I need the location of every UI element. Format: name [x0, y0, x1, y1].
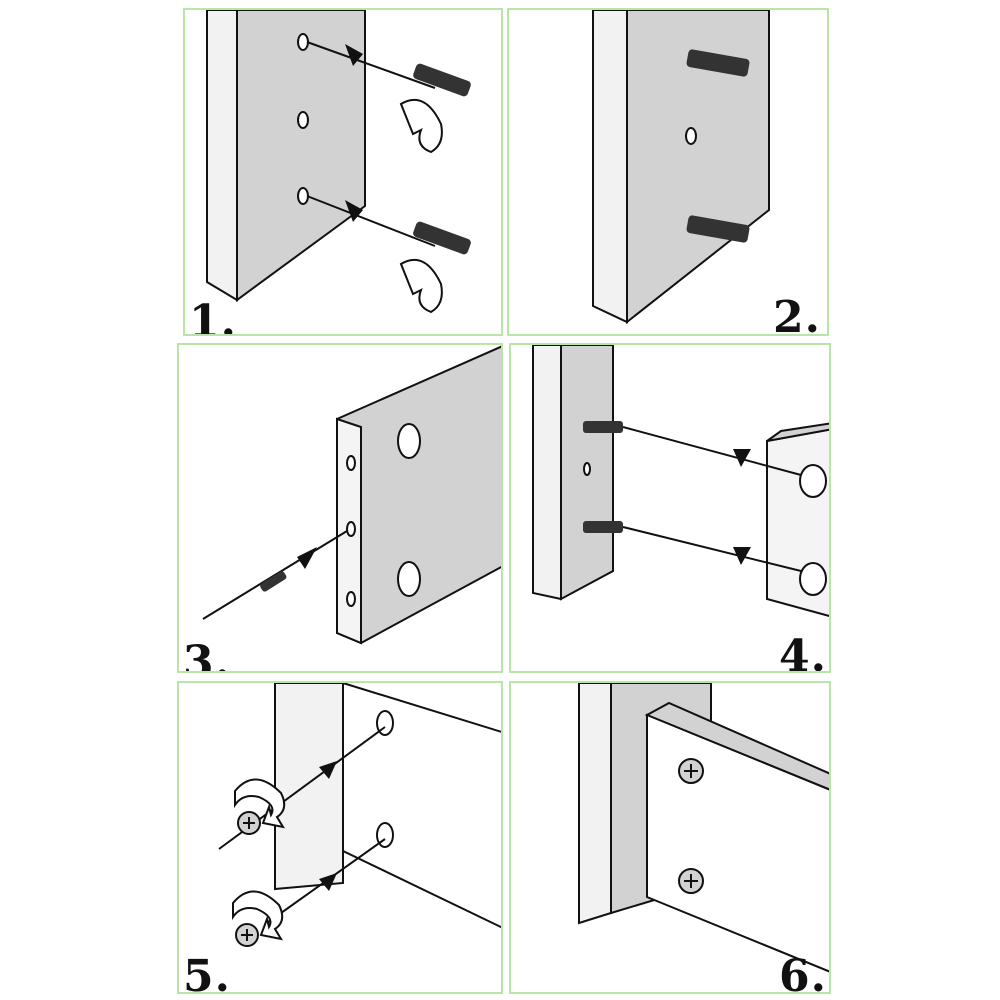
step-1-panel: 1. [183, 8, 503, 336]
arrow-icon [733, 449, 751, 467]
arrow-icon [319, 873, 337, 891]
board-edge [532, 345, 562, 601]
step-2-panel: 2. [507, 8, 829, 336]
cam-bolt [583, 521, 623, 533]
hole [346, 455, 356, 471]
board-edge [578, 683, 612, 925]
step-number: 3. [183, 637, 231, 673]
board-face [626, 10, 770, 325]
board-edge [592, 10, 628, 324]
hole [346, 521, 356, 537]
arrow-icon [345, 200, 363, 222]
board-edge [274, 683, 344, 891]
board-edge [206, 10, 238, 302]
cam-bolt [413, 221, 471, 255]
rotate-arrow-icon [399, 99, 443, 154]
hole [297, 111, 309, 129]
board-face [236, 10, 366, 302]
arrow-icon [345, 44, 363, 66]
step-3-panel: 3. [177, 343, 503, 673]
tighten-cam-locks-icon [218, 683, 501, 947]
cam-bolt [686, 215, 750, 243]
step-number: 2. [773, 292, 821, 336]
cam-bolt [583, 421, 623, 433]
dowel [260, 571, 287, 592]
rotate-arrow-icon [234, 778, 286, 829]
hole [297, 33, 309, 51]
join-panels-icon [532, 345, 829, 617]
step-number: 6. [779, 951, 827, 994]
hole [583, 462, 591, 476]
hole [397, 561, 421, 597]
hole [799, 464, 827, 498]
step-5-panel: 5. [177, 681, 503, 994]
arrow-icon [319, 761, 337, 779]
rotate-arrow-icon [399, 259, 443, 314]
hole [397, 423, 421, 459]
insert-cam-bolts-icon [206, 10, 471, 314]
cam-bolt [686, 49, 750, 77]
step-number: 4. [779, 631, 827, 673]
hole [346, 591, 356, 607]
step-6-panel: 6. [509, 681, 831, 994]
board-face [646, 713, 829, 973]
step-number: 1. [189, 296, 237, 336]
assembled-joint-icon [578, 683, 829, 973]
bolts-installed-icon [592, 10, 770, 325]
hole [685, 127, 697, 145]
rotate-arrow-icon [232, 890, 284, 941]
hole [799, 562, 827, 596]
cam-bolt [413, 63, 471, 97]
step-4-panel: 4. [509, 343, 831, 673]
arrow-icon [297, 547, 317, 569]
step-number: 5. [183, 951, 231, 994]
board-face [342, 683, 501, 929]
hole [297, 187, 309, 205]
arrow-icon [733, 547, 751, 565]
insert-dowel-icon [202, 345, 501, 645]
